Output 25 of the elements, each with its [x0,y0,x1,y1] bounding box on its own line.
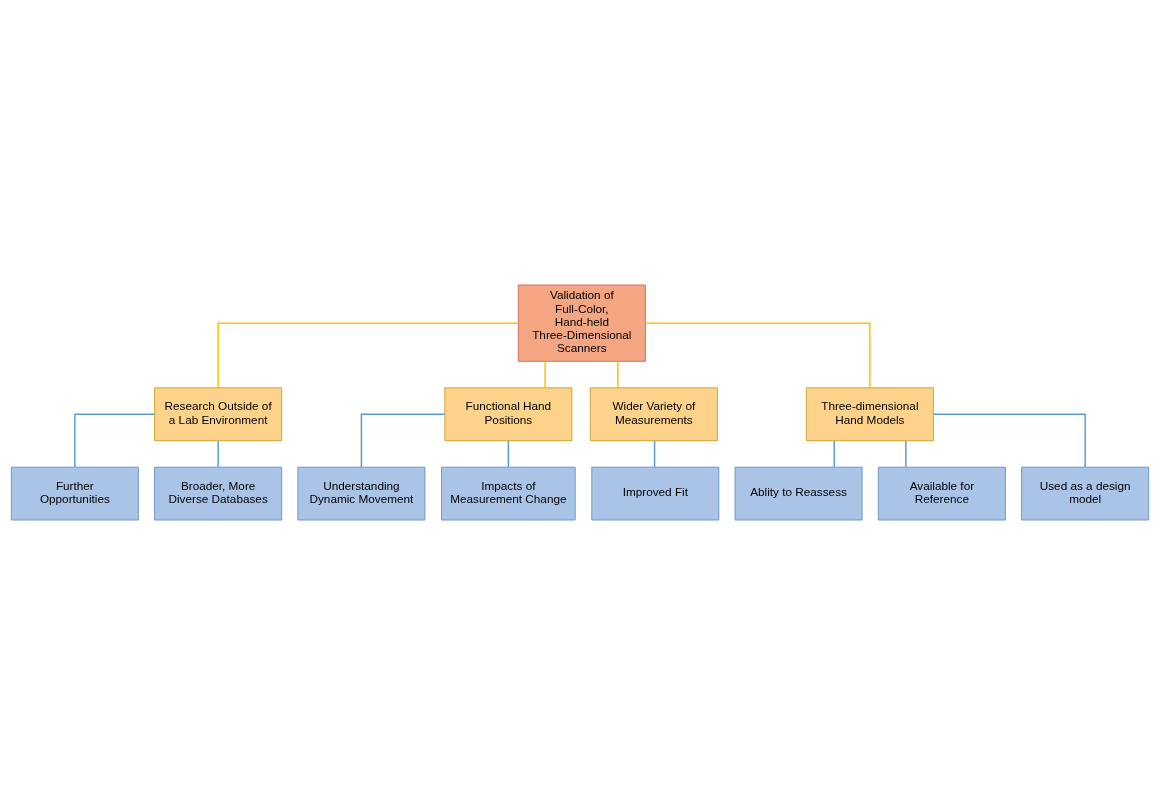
node-box: Improved Fit [591,466,720,520]
connector [617,360,619,388]
node-box: Three-dimensional Hand Models [805,386,934,441]
connector [905,439,907,468]
connector [217,439,219,468]
node-box: Understanding Dynamic Movement [297,466,426,520]
node-box: Ablity to Reassess [734,466,863,520]
connector [360,413,446,468]
connector [544,360,546,388]
node-box: Wider Variety of Measurements [589,386,718,441]
node-box: Research Outside of a Lab Environment [154,386,283,441]
connector [932,413,1086,468]
connector [74,413,156,468]
connector [833,439,835,468]
node-box: Impacts of Measurement Change [441,466,576,520]
node-box: Functional Hand Positions [444,386,573,441]
connector [644,321,871,388]
node-box: Used as a design model [1021,466,1150,520]
connector [217,321,519,388]
node-box: Validation of Full-Color, Hand-held Three-Dimensional Scanners [517,284,646,362]
connector [653,439,656,468]
node-box: Broader, More Diverse Databases [154,466,283,520]
node-box: Available for Reference [877,466,1006,520]
connector [507,439,510,468]
node-box: Further Opportunities [10,466,139,520]
